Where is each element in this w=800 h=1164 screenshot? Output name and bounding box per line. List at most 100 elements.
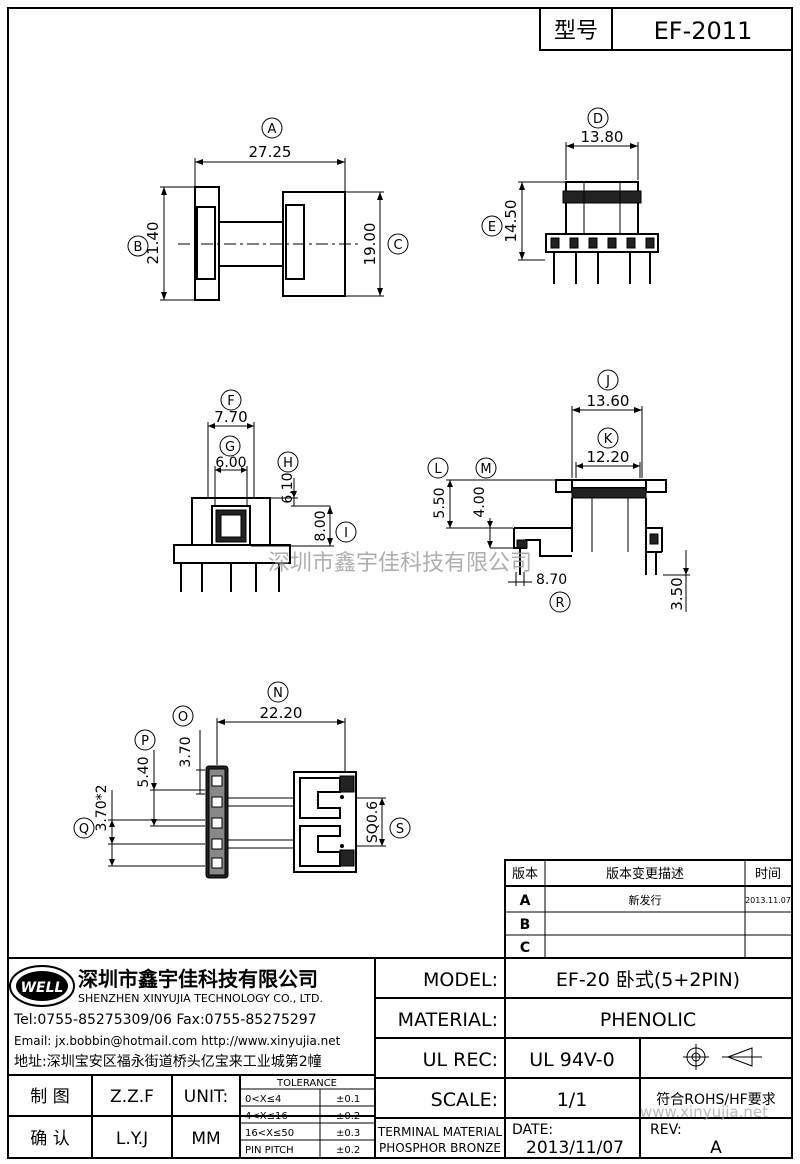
date-value: 2013/11/07 — [526, 1138, 624, 1158]
rev-row-b-version: B — [520, 917, 531, 933]
check-label: 确 认 — [30, 1129, 69, 1149]
ulrec-value: UL 94V-0 — [529, 1049, 615, 1071]
header-model-value: EF-2011 — [654, 17, 753, 45]
rev-row-a-description: 新发行 — [629, 893, 662, 907]
dim-h-value: 6.10 — [280, 472, 296, 503]
dim-b-badge: B — [134, 240, 143, 255]
tolerance-row-3-range: 16<X≤50 — [245, 1128, 294, 1139]
dim-o-value: 3.70 — [178, 736, 194, 767]
dim-e-value: 14.50 — [502, 200, 520, 243]
tolerance-row-1-range: 0<X≤4 — [245, 1094, 281, 1105]
ulrec-label: UL REC: — [423, 1049, 498, 1071]
logo-text: WELL — [21, 980, 64, 996]
dim-o-badge: O — [178, 710, 188, 725]
company-logo: WELL — [9, 965, 75, 1007]
dim-q-badge: Q — [79, 822, 89, 837]
model-value: EF-20 卧式(5+2PIN) — [556, 969, 740, 991]
title-block: WELL 深圳市鑫宇佳科技有限公司 SHENZHEN XINYUJIA TECH… — [8, 957, 792, 1158]
dim-e-badge: E — [488, 220, 496, 235]
header-model-label: 型号 — [554, 19, 598, 44]
dim-a-badge: A — [268, 122, 277, 137]
dim-s-badge: R — [555, 596, 564, 611]
company-email-web: Email: jx.bobbin@hotmail.com http://www.… — [14, 1034, 341, 1048]
dim-f-badge: F — [227, 394, 234, 409]
tolerance-row-2-value: ±0.2 — [336, 1111, 360, 1122]
dim-d-value: 13.80 — [581, 128, 624, 146]
company-tel-fax: Tel:0755-85275309/06 Fax:0755-85275297 — [13, 1012, 317, 1028]
dim-n-value: 22.20 — [260, 704, 303, 722]
tolerance-row-4-value: ±0.2 — [336, 1145, 360, 1156]
revision-table: 版本 版本变更描述 时间 A 新发行 2013.11.07 B C — [504, 859, 793, 959]
side-view: 13.60 J 12.20 K 5.50 L 4.00 M 8.70 R — [427, 369, 690, 613]
check-value: L.Y.J — [116, 1129, 148, 1149]
rev-header-description: 版本变更描述 — [606, 866, 684, 882]
tolerance-row-2-range: 4<X≤16 — [245, 1111, 288, 1122]
tolerance-row-3-value: ±0.3 — [336, 1128, 360, 1139]
dim-h-badge: H — [283, 456, 293, 471]
dim-l-badge: L — [434, 462, 442, 477]
top-view: 27.25 A 21.40 B 19.00 C — [127, 117, 409, 301]
tolerance-row-1-value: ±0.1 — [336, 1094, 360, 1105]
dim-j-badge: J — [605, 374, 610, 389]
unit-value: MM — [191, 1129, 220, 1149]
dim-c-badge: C — [393, 238, 402, 253]
tolerance-row-4-range: PIN PITCH — [245, 1145, 294, 1156]
dim-i-value: 8.00 — [313, 510, 329, 541]
front-view: 7.70 F 6.00 G 6.10 H 8.00 I — [173, 389, 357, 592]
rohs-note: 符合ROHS/HF要求 — [656, 1092, 775, 1108]
dim-d-badge: D — [593, 112, 603, 127]
projection-symbol-icon — [683, 1044, 762, 1070]
company-address: 地址:深圳宝安区福永街道桥头亿宝来工业城第2幢 — [14, 1053, 322, 1070]
material-label: MATERIAL: — [398, 1009, 498, 1031]
unit-label: UNIT: — [184, 1087, 228, 1107]
dim-m-badge: M — [480, 462, 491, 477]
dim-q-value: 3.70*2 — [94, 784, 110, 831]
dim-k-value: 12.20 — [587, 448, 630, 466]
scale-label: SCALE: — [431, 1089, 498, 1111]
dim-c-value: 19.00 — [361, 223, 379, 266]
dim-k-badge: K — [604, 432, 613, 447]
header-model-box: 型号 EF-2011 — [539, 7, 793, 51]
rev-row-c-version: C — [520, 940, 530, 956]
dim-i-badge: I — [344, 526, 348, 541]
dim-p-badge: P — [141, 734, 149, 749]
dim-b-value: 21.40 — [144, 222, 162, 265]
tolerance-table: TOLERANCE 0<X≤4 ±0.1 4<X≤16 ±0.2 16<X≤50… — [240, 1078, 375, 1158]
dim-r-badge: S — [396, 822, 404, 837]
dim-s-value: 8.70 — [536, 572, 567, 588]
end-view: 13.80 D 14.50 E — [481, 107, 659, 284]
rev-header-version: 版本 — [512, 867, 538, 882]
dim-g-badge: G — [225, 440, 235, 455]
rev-label: REV: — [650, 1122, 682, 1138]
dim-g-value: 6.00 — [215, 455, 246, 471]
dim-t-value: 3.50 — [668, 577, 686, 610]
terminal-material-value: PHOSPHOR BRONZE — [379, 1141, 501, 1155]
dim-l-value: 5.50 — [432, 487, 448, 518]
rev-row-a-date: 2013.11.07 — [745, 896, 791, 905]
dim-r-value: SQ0.6 — [365, 801, 381, 843]
terminal-material-label: TERMINAL MATERIAL — [377, 1125, 502, 1139]
date-label: DATE: — [512, 1122, 553, 1138]
scale-value: 1/1 — [557, 1089, 588, 1111]
company-name-en: SHENZHEN XINYUJIA TECHNOLOGY CO., LTD. — [78, 992, 323, 1005]
company-name-cn: 深圳市鑫宇佳科技有限公司 — [78, 967, 318, 991]
dim-a-value: 27.25 — [249, 143, 292, 161]
watermark-company: 深圳市鑫宇佳科技有限公司 — [268, 551, 532, 576]
draw-label: 制 图 — [30, 1087, 69, 1107]
rev-value: A — [710, 1138, 722, 1158]
dim-j-value: 13.60 — [587, 392, 630, 410]
drawing-border — [7, 7, 793, 1159]
dim-p-value: 5.40 — [136, 756, 152, 787]
model-label: MODEL: — [423, 969, 498, 991]
rev-header-date: 时间 — [755, 867, 781, 882]
dim-m-value: 4.00 — [472, 486, 488, 517]
dim-n-badge: N — [273, 686, 283, 701]
tolerance-title: TOLERANCE — [276, 1078, 337, 1089]
bottom-view: 22.20 N 3.70 O 5.40 P 3.70*2 Q SQ0.6 S — [73, 681, 411, 879]
dim-f-value: 7.70 — [214, 408, 247, 426]
draw-value: Z.Z.F — [110, 1087, 154, 1107]
material-value: PHENOLIC — [600, 1009, 696, 1031]
rev-row-a-version: A — [520, 893, 531, 909]
